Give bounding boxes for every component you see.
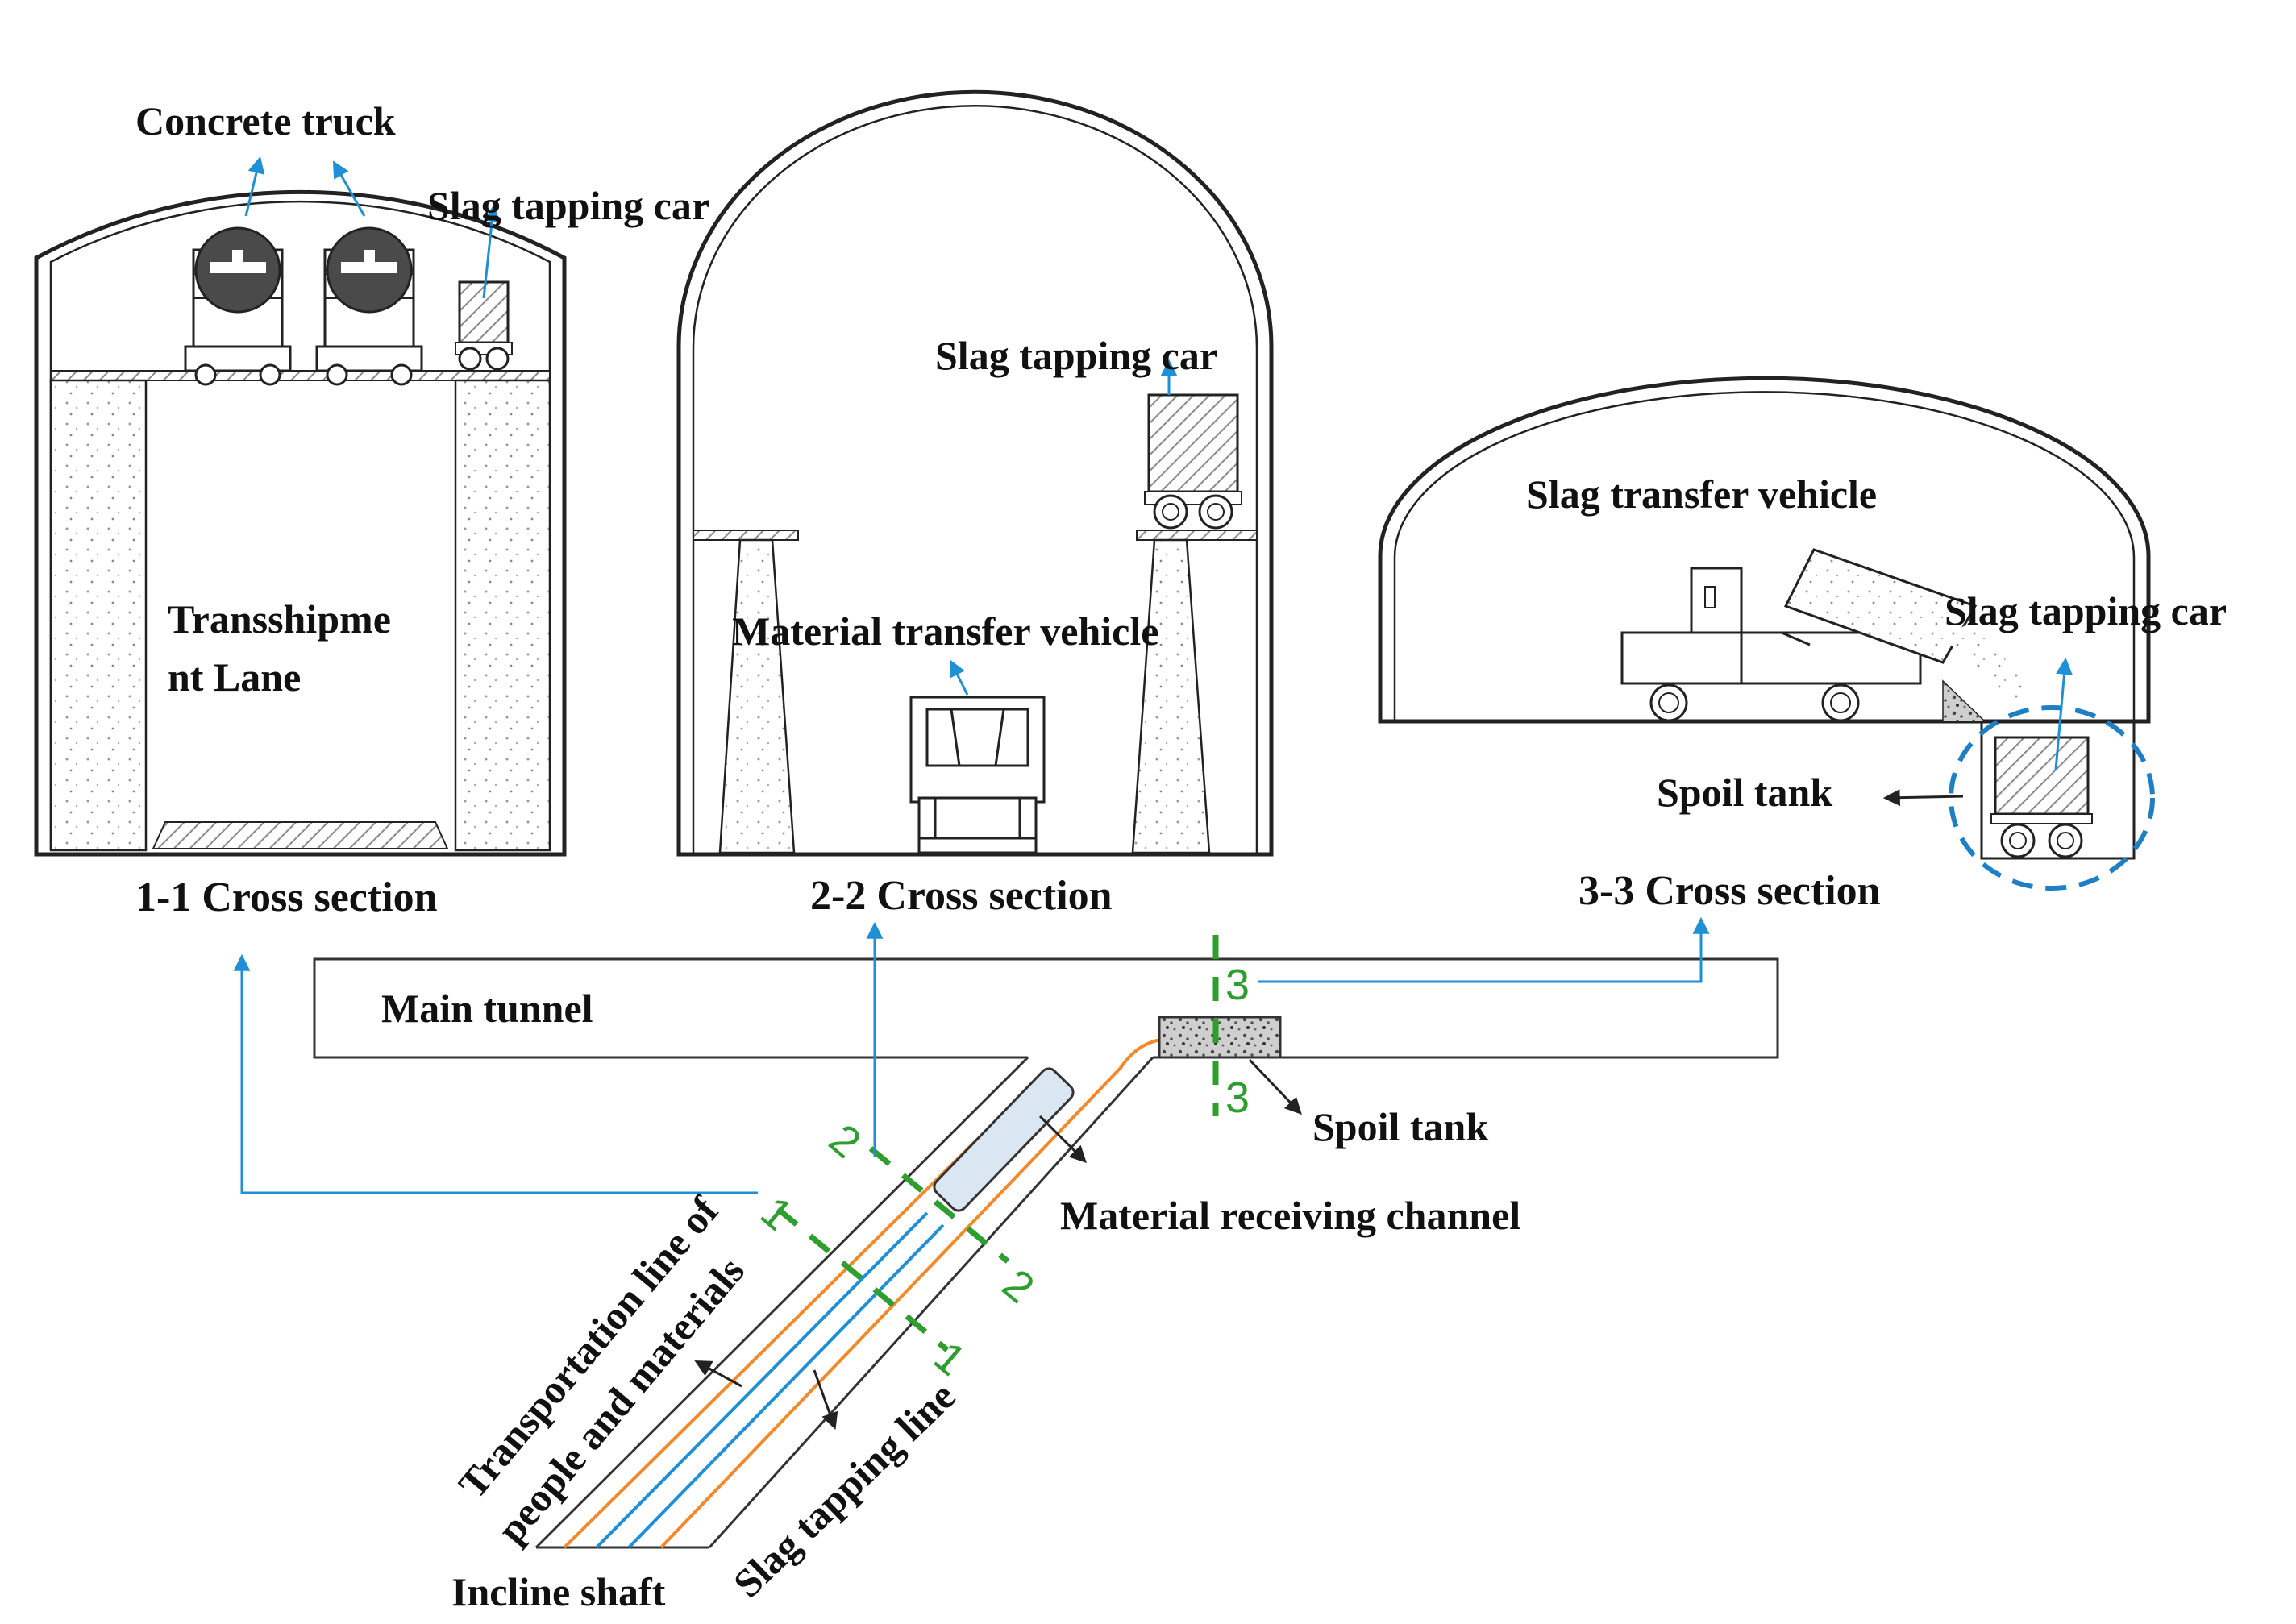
- spoil-tank-label-3: Spoil tank: [1657, 770, 1832, 815]
- section-mark-3-bottom: 3: [1225, 1074, 1250, 1122]
- section-cut-lines: [776, 935, 1219, 1352]
- section-mark-3-top: 3: [1225, 961, 1250, 1009]
- floor-mound: [152, 821, 449, 849]
- material-transfer-vehicle: [909, 696, 1046, 854]
- left-shelf: [693, 530, 799, 541]
- incline-shaft-label: Incline shaft: [451, 1569, 666, 1614]
- orange-line-right: [659, 1038, 1162, 1549]
- transshipment-lane-label-1: Transshipme: [168, 596, 391, 642]
- slag-transfer-vehicle-label: Slag transfer vehicle: [1526, 471, 1877, 517]
- section-mark-2-bottom: 2: [993, 1260, 1043, 1312]
- concrete-truck-label: Concrete truck: [135, 98, 396, 143]
- slag-tapping-car-1: [455, 280, 513, 371]
- material-receiving-channel-label: Material receiving channel: [1060, 1193, 1520, 1238]
- slag-tapping-car-label-3: Slag tapping car: [1945, 588, 2227, 633]
- cross-section-1-1: Concrete truck Slag tapping car Transshi…: [34, 98, 709, 920]
- deck-slab: [50, 370, 551, 381]
- slag-transfer-vehicle: [1620, 548, 2032, 722]
- material-transfer-vehicle-label: Material transfer vehicle: [732, 608, 1158, 654]
- tunnel-arch-outline-2: [676, 89, 1274, 857]
- section-2-2-title: 2-2 Cross section: [810, 873, 1113, 919]
- section-1-1-title: 1-1 Cross section: [135, 874, 438, 920]
- blue-line-1: [595, 1211, 929, 1549]
- highlight-circle: [1949, 705, 2155, 891]
- tunnel-arch-outline-1: [34, 189, 567, 857]
- left-concrete-wall: [49, 379, 148, 852]
- slag-tapping-car-label-2: Slag tapping car: [935, 333, 1217, 378]
- right-pillar: [1131, 538, 1211, 854]
- concrete-truck-2: [315, 226, 423, 386]
- section-mark-2-top: 2: [820, 1115, 870, 1167]
- cross-section-3-3: Slag transfer vehicle Slag tapping car S…: [1378, 376, 2227, 914]
- spoil-tank-plan-label: Spoil tank: [1312, 1104, 1488, 1149]
- main-tunnel-label: Main tunnel: [381, 986, 593, 1031]
- right-concrete-wall: [454, 379, 551, 852]
- spoil-pile: [1942, 679, 1986, 722]
- left-pillar: [718, 538, 796, 854]
- cross-section-2-2: Slag tapping car Material transfer vehic…: [676, 89, 1274, 919]
- section-mark-1-top: 1: [751, 1187, 801, 1240]
- transshipment-lane-label-2: nt Lane: [168, 654, 301, 700]
- right-shelf: [1136, 530, 1258, 541]
- section-3-3-title: 3-3 Cross section: [1578, 868, 1881, 914]
- slag-tapping-car-2: [1144, 393, 1242, 530]
- spoil-tank-pit: [1980, 721, 2136, 860]
- spoil-tank-plan: [1158, 1016, 1282, 1059]
- slag-tapping-car-label-1: Slag tapping car: [427, 183, 709, 228]
- slag-tapping-car-3: [1990, 736, 2093, 858]
- plan-view: 3 3 2 2 1 1 Main tunnel Spoil tank Mater…: [233, 916, 1779, 1614]
- tunnel-arch-outline-3: [1378, 376, 2151, 724]
- material-receiving-channel: [933, 1067, 1075, 1212]
- leader-to-section-1: [233, 953, 758, 1194]
- concrete-truck-1: [184, 226, 292, 386]
- leader-to-section-3: [1258, 916, 1710, 983]
- blue-line-2: [627, 1223, 945, 1549]
- main-tunnel-outline: [313, 957, 1779, 1059]
